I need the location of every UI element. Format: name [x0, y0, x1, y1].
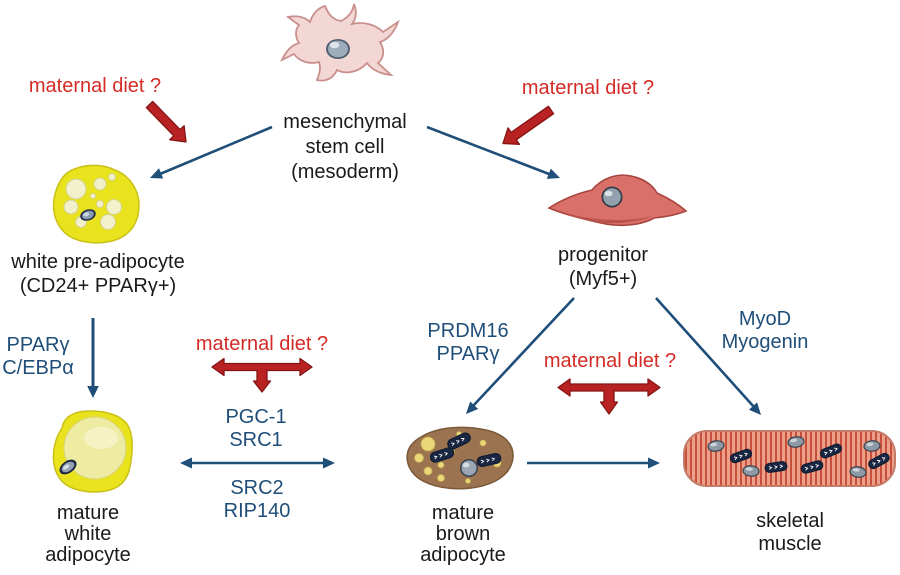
label-line: MyoD: [738, 308, 792, 330]
interconversion-upper-factors-label: PGC-1 SRC1: [225, 406, 286, 452]
label-line: brown: [435, 523, 491, 545]
label-line: mesenchymal: [283, 111, 407, 133]
label-line: adipocyte: [420, 544, 506, 566]
mature-white-adipocyte-label: mature white adipocyte: [45, 503, 131, 566]
label-line: PGC-1: [225, 406, 287, 428]
maternal-diet-label-center: maternal diet ?: [195, 333, 329, 355]
label-line: SRC1: [229, 429, 283, 451]
mature-brown-adipocyte-label: mature brown adipocyte: [420, 503, 506, 566]
skeletal-muscle-label: skeletal muscle: [756, 510, 824, 556]
label-line: (CD24+ PPARγ+): [19, 275, 177, 297]
label-line: (mesoderm): [291, 161, 399, 183]
muscle-mitochondrion-icon: [729, 443, 890, 474]
white-pre-adipocyte-illustration: [52, 164, 140, 244]
arrow-progenitor-to-brown-adipocyte: [466, 297, 575, 414]
label-line: stem cell: [305, 136, 385, 158]
label-line: PPARγ: [436, 343, 500, 365]
muscle-commitment-factors-label: MyoD Myogenin: [722, 308, 809, 354]
label-line: PRDM16: [427, 320, 509, 342]
brown-commitment-factors-label: PRDM16 PPARγ: [427, 320, 508, 366]
label-line: progenitor: [557, 244, 649, 266]
red-t-arrow-center: [211, 357, 313, 393]
mesenchymal-stem-cell-label: mesenchymal stem cell (mesoderm): [283, 110, 406, 185]
progenitor-label: progenitor (Myf5+): [558, 243, 648, 291]
label-line: mature: [56, 502, 120, 524]
arrow-progenitor-to-muscle: [655, 297, 761, 415]
arrow-brown-to-muscle: [527, 457, 660, 469]
interconversion-lower-factors-label: SRC2 RIP140: [224, 477, 291, 523]
label-line: PPARγ: [6, 334, 70, 356]
maternal-diet-label-top-left: maternal diet ?: [28, 75, 162, 97]
white-pre-adipocyte-label: white pre-adipocyte (CD24+ PPARγ+): [11, 250, 184, 298]
arrow-stemcell-to-white-preadipocyte: [150, 125, 273, 179]
label-line: muscle: [758, 533, 822, 555]
muscle-nucleus-icon: [707, 436, 881, 478]
label-line: RIP140: [223, 500, 291, 522]
arrow-preadipocyte-to-mature-white: [87, 318, 99, 398]
progenitor-cell-illustration: [547, 174, 688, 227]
muscle-nuclei-and-mitochondria: [707, 436, 890, 478]
label-line: skeletal: [756, 510, 824, 532]
label-line: SRC2: [230, 477, 284, 499]
arrow-white-brown-interconversion: [180, 457, 335, 469]
red-arrow-maternal-diet-right: [502, 105, 555, 145]
mesenchymal-stem-cell-illustration: [280, 3, 400, 82]
label-line: C/EBPα: [2, 357, 74, 379]
arrow-stemcell-to-progenitor: [426, 125, 560, 179]
maternal-diet-label-right: maternal diet ?: [543, 350, 677, 372]
label-line: Myogenin: [721, 331, 809, 353]
label-line: mature: [431, 502, 495, 524]
mature-brown-adipocyte-illustration: [406, 426, 514, 490]
label-line: white pre-adipocyte: [11, 251, 185, 273]
mature-white-adipocyte-illustration: [52, 410, 133, 493]
mitochondrion-icon: [429, 432, 502, 467]
label-line: (Myf5+): [568, 268, 638, 290]
maternal-diet-label-top-right: maternal diet ?: [521, 77, 655, 99]
red-t-arrow-right: [557, 378, 661, 415]
red-arrow-maternal-diet-left: [145, 100, 187, 143]
label-line: adipocyte: [45, 544, 131, 566]
label-line: white: [64, 523, 112, 545]
white-commitment-factors-label: PPARγ C/EBPα: [2, 334, 74, 380]
